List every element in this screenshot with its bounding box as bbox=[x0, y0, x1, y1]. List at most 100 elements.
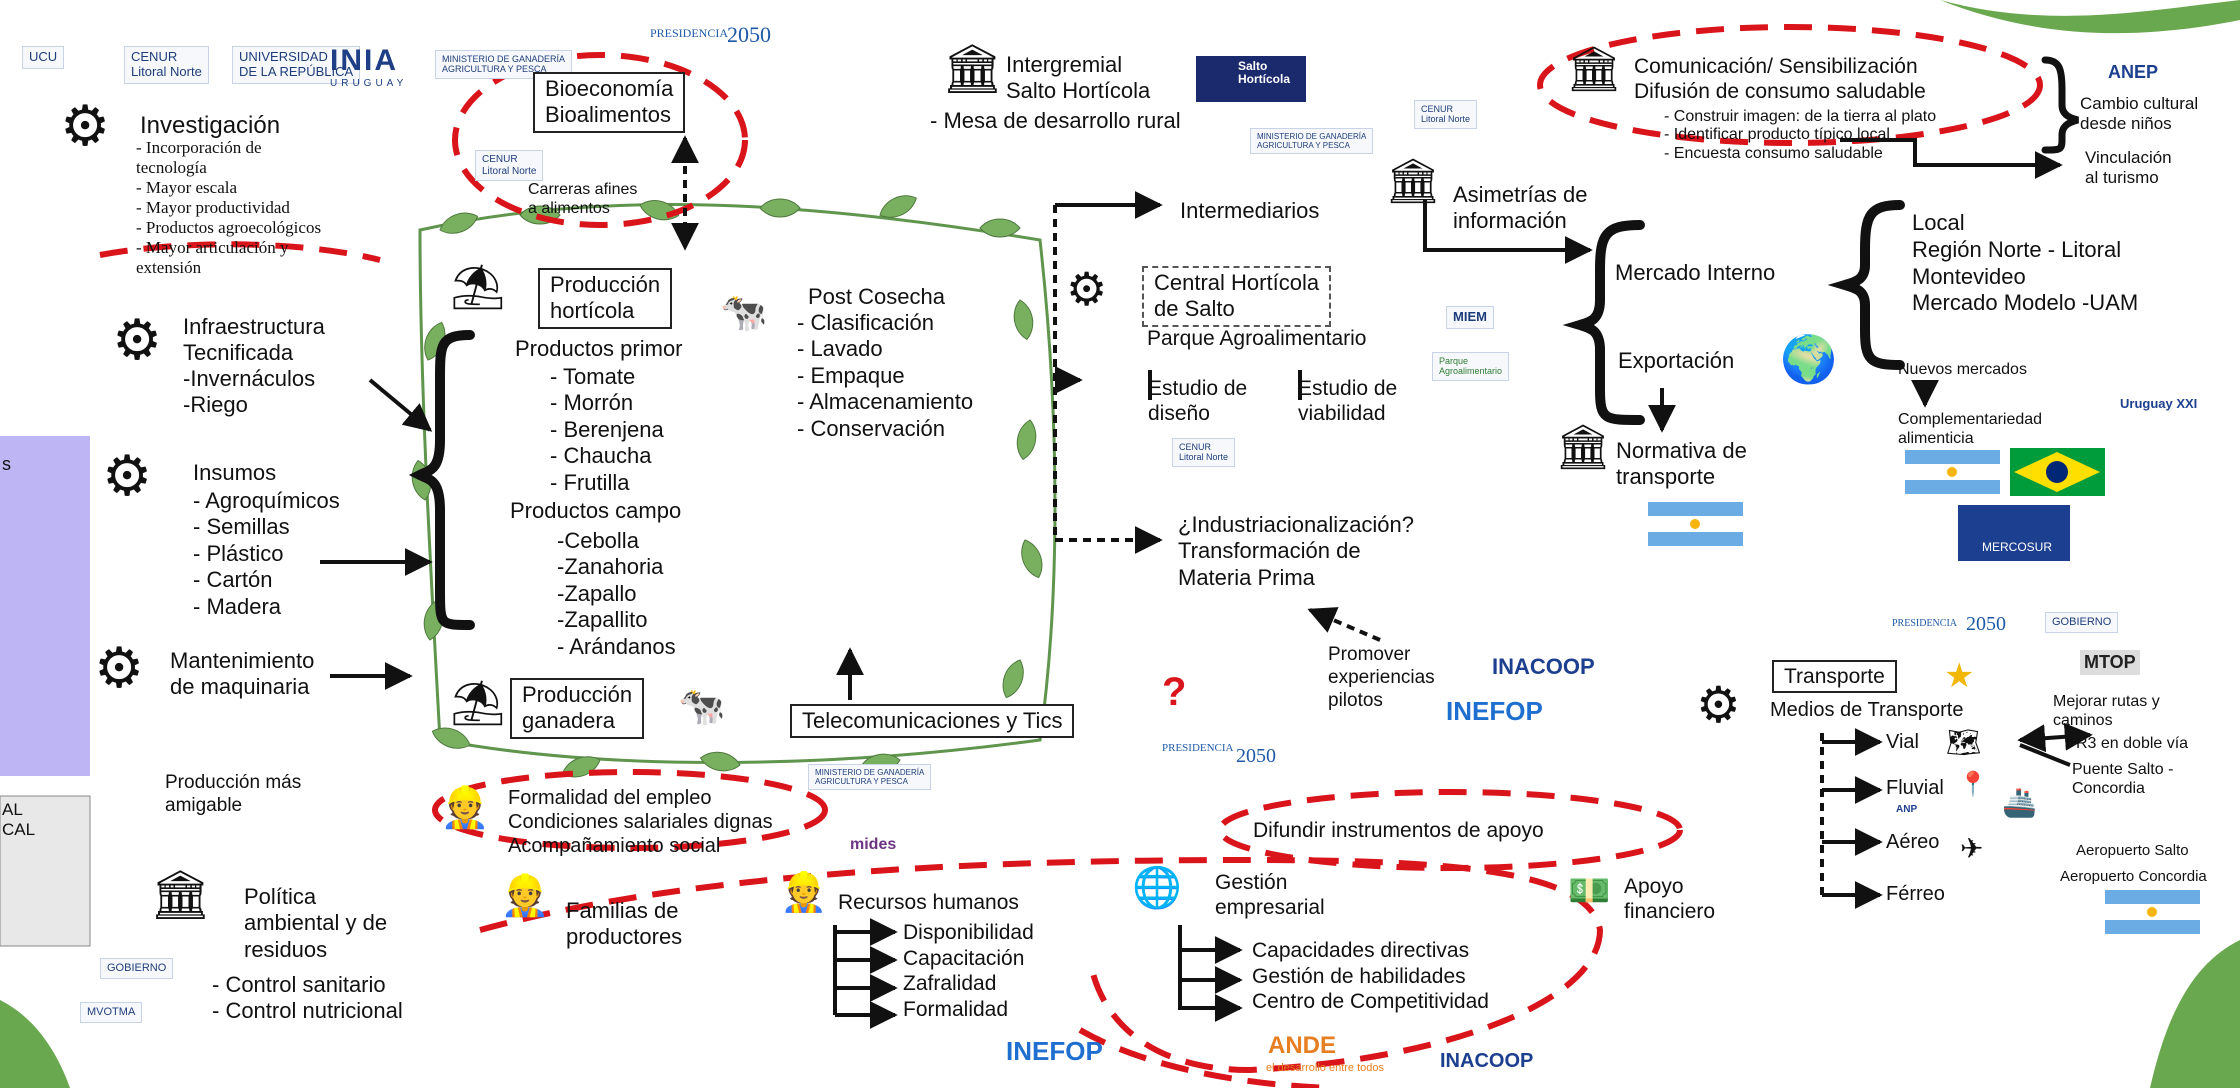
mercosur-label: MERCOSUR bbox=[1982, 540, 2053, 554]
estudio-viabilidad-text: Estudio de viabilidad bbox=[1298, 377, 1398, 426]
telecom-box: Telecomunicaciones y Tics bbox=[790, 704, 1075, 739]
insumos-title: Insumos bbox=[193, 460, 277, 485]
intergremial-title: Intergremial Salto Hortícola bbox=[1006, 52, 1151, 104]
industrializacion-text: ¿Industriacionalización? Transformación … bbox=[1178, 512, 1415, 590]
ship-icon: 🚢 bbox=[2002, 787, 2037, 818]
gobierno-logo-left: GOBIERNO bbox=[100, 958, 174, 979]
cow-icon: 🐄 bbox=[720, 292, 768, 334]
year-2050-right: 2050 bbox=[1966, 613, 2006, 635]
politica-title: Política ambiental y de residuos bbox=[244, 884, 388, 962]
promover-text: Promover experiencias pilotos bbox=[1328, 644, 1435, 711]
anep-logo: ANEP bbox=[2108, 62, 2159, 82]
airplane-icon: ✈ bbox=[1960, 833, 1984, 864]
parque-agroalimentario-text: Parque Agroalimentario bbox=[1147, 327, 1367, 350]
cenur-udelar-logo-bio: CENUR Litoral Norte bbox=[475, 150, 544, 181]
business-people-icon: 🌐 bbox=[1132, 866, 1182, 910]
question-icon: ? bbox=[1162, 670, 1187, 714]
aereo-label: Aéreo bbox=[1886, 831, 1940, 853]
mgap-logo-bottom: MINISTERIO DE GANADERÍA AGRICULTURA Y PE… bbox=[808, 764, 932, 791]
aeropuerto-salto-text: Aeropuerto Salto bbox=[2076, 842, 2189, 859]
ande-logo: ANDE bbox=[1268, 1032, 1337, 1059]
complementariedad-text: Complementariedad alimenticia bbox=[1898, 411, 2043, 448]
post-cosecha-items: - Clasificación - Lavado - Empaque - Alm… bbox=[797, 310, 974, 441]
puente-text: Puente Salto - Concordia bbox=[2072, 761, 2174, 798]
cenur-logo-comunicacion: CENUR Litoral Norte bbox=[1414, 100, 1478, 129]
institution-icon-normativa: 🏛 bbox=[1555, 423, 1611, 472]
leaf-wreath bbox=[408, 189, 1057, 783]
estudio-diseno-text: Estudio de diseño bbox=[1148, 377, 1248, 426]
mtop-logo: MTOP bbox=[2080, 650, 2140, 675]
corner-leaf-bottom-right bbox=[2150, 940, 2240, 1088]
brazil-flag bbox=[2010, 448, 2105, 496]
gestion-title: Gestión empresarial bbox=[1215, 871, 1325, 920]
mgap-logo-center: MINISTERIO DE GANADERÍA AGRICULTURA Y PE… bbox=[1250, 128, 1374, 155]
infra-items: -Invernáculos -Riego bbox=[183, 366, 316, 418]
mesa-desarrollo-text: - Mesa de desarrollo rural bbox=[930, 108, 1181, 133]
ferreo-label: Férreo bbox=[1886, 883, 1945, 905]
gear-icon-central: ⚙ bbox=[1066, 263, 1108, 315]
rrhh-title: Recursos humanos bbox=[838, 891, 1019, 914]
globe-icon: 🌍 bbox=[1780, 333, 1838, 385]
vial-label: Vial bbox=[1886, 731, 1919, 753]
r3-text: R3 en doble vía bbox=[2076, 735, 2189, 752]
inacoop-logo-center: INACOOP bbox=[1492, 654, 1595, 679]
asimetrias-text: Asimetrías de información bbox=[1453, 182, 1588, 234]
mercosur-flag bbox=[1958, 505, 2070, 561]
year-2050-top: 2050 bbox=[727, 22, 771, 47]
mercado-local-list: Local Región Norte - Litoral Montevideo … bbox=[1912, 210, 2139, 316]
infra-title: Infraestructura Tecnificada bbox=[183, 314, 325, 366]
institution-icon-asimetrias: 🏛 bbox=[1385, 157, 1441, 206]
gear-tools-icon-insumos: ⚙ bbox=[102, 444, 153, 507]
cenur-logo-central: CENUR Litoral Norte bbox=[1172, 438, 1236, 467]
inefop-logo-center: INEFOP bbox=[1446, 696, 1543, 726]
gear-tools-icon-mantenimiento: ⚙ bbox=[94, 636, 145, 699]
left-panel-letter: s bbox=[2, 454, 11, 474]
star-logo: ★ bbox=[1944, 657, 1975, 695]
worker-icon: 👷 bbox=[440, 786, 490, 830]
cow-icon-ganadera: 🐄 bbox=[678, 686, 726, 728]
left-table-panel bbox=[0, 795, 91, 947]
bioeconomia-box: Bioeconomía Bioalimentos bbox=[533, 72, 686, 133]
produccion-ganadera-box: Producción ganadera bbox=[510, 678, 645, 739]
nuevos-mercados-text: Nuevos mercados bbox=[1898, 361, 2027, 378]
normativa-text: Normativa de transporte bbox=[1616, 438, 1747, 490]
argentina-flag-1 bbox=[1648, 502, 1743, 546]
produccion-horticola-box: Producción hortícola bbox=[538, 268, 673, 329]
research-items: - Incorporación de tecnología - Mayor es… bbox=[136, 138, 322, 278]
parque-agro-logo: Parque Agroalimentario bbox=[1432, 352, 1510, 381]
salto-horticola-logo: Salto Hortícola bbox=[1196, 56, 1306, 102]
comunicacion-items: - Construir imagen: de la tierra al plat… bbox=[1664, 108, 1937, 162]
central-horticola-box: Central Hortícola de Salto bbox=[1142, 266, 1332, 327]
rrhh-items: Disponibilidad Capacitación Zafralidad F… bbox=[903, 921, 1034, 1021]
produccion-amigable-text: Producción más amigable bbox=[165, 772, 302, 816]
intermediarios-text: Intermediarios bbox=[1180, 198, 1320, 223]
primor-title: Productos primor bbox=[515, 336, 683, 361]
ande-logo-sub: el desarrollo entre todos bbox=[1266, 1062, 1385, 1074]
universidad-catolica-logo: UCU bbox=[22, 46, 65, 69]
anp-logo: ANP bbox=[1896, 804, 1918, 815]
highlight-dashes bbox=[99, 24, 2043, 1088]
farmer-family-icon: 👷 bbox=[500, 874, 550, 918]
cenur-logo-top: CENUR Litoral Norte bbox=[124, 46, 209, 84]
inefop-logo-bottom: INEFOP bbox=[1006, 1036, 1103, 1066]
vinculacion-text: Vinculación al turismo bbox=[2085, 148, 2172, 188]
gear-icon-infra: ⚙ bbox=[112, 308, 163, 371]
road-map-icon: 🗺 bbox=[1946, 727, 1982, 758]
corner-leaf-bottom-left bbox=[0, 1000, 70, 1088]
social-items: Formalidad del empleo Condiciones salari… bbox=[508, 787, 773, 857]
institution-icon-comunicacion: 🏛 bbox=[1566, 45, 1622, 94]
curly-braces bbox=[408, 56, 2079, 630]
inia-logo: INIA bbox=[330, 44, 398, 77]
argentina-flag-3 bbox=[2105, 890, 2200, 934]
argentina-flag-2 bbox=[1905, 450, 2000, 494]
campo-title: Productos campo bbox=[510, 498, 682, 523]
miem-logo: MIEM bbox=[1446, 306, 1494, 329]
mejorar-rutas-text: Mejorar rutas y caminos bbox=[2053, 693, 2160, 730]
research-title: Investigación bbox=[140, 112, 281, 139]
left-panel-cal: CAL bbox=[2, 820, 36, 839]
medios-transporte-text: Medios de Transporte bbox=[1770, 699, 1964, 721]
exportacion-text: Exportación bbox=[1618, 348, 1735, 373]
cambio-cultural-text: Cambio cultural desde niños bbox=[2080, 94, 2199, 134]
worker-icon-rrhh: 👷 bbox=[780, 872, 828, 914]
